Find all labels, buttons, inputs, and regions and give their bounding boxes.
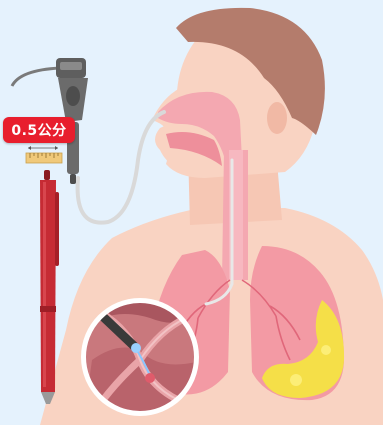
- tumor-highlight: [290, 374, 302, 386]
- size-label: 0.5公分: [11, 120, 66, 140]
- ear: [267, 102, 287, 134]
- tumor-highlight: [321, 345, 331, 355]
- size-badge: 0.5公分: [3, 117, 75, 143]
